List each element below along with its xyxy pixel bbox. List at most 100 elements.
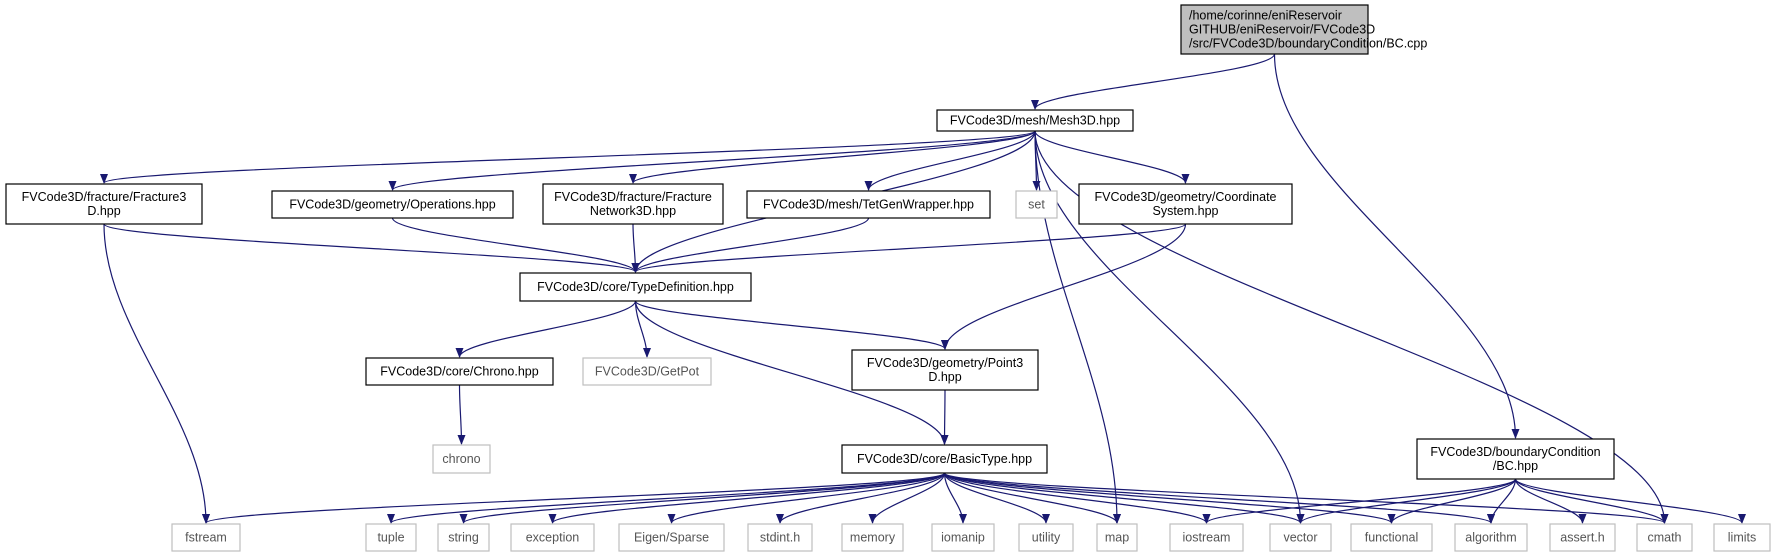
node-typedef[interactable]: FVCode3D/core/TypeDefinition.hpp xyxy=(519,272,752,302)
edge-mesh3d-to-cmath xyxy=(1034,130,1669,524)
node-box xyxy=(582,357,712,386)
node-label: FVCode3D/GetPot xyxy=(595,365,700,379)
node-label: memory xyxy=(850,531,896,545)
node-box xyxy=(519,272,752,302)
edge-bc_hpp-to-cmath xyxy=(1514,478,1669,524)
edge-typedef-to-basictype xyxy=(634,300,949,445)
node-tetgen[interactable]: FVCode3D/mesh/TetGenWrapper.hpp xyxy=(746,190,991,219)
edge-basictype-to-map xyxy=(943,472,1121,524)
node-label: /home/corinne/eniReservoir xyxy=(1189,9,1342,23)
node-label: D.hpp xyxy=(928,370,961,384)
edge-bc_hpp-to-iostream xyxy=(1202,478,1517,524)
node-label: vector xyxy=(1283,531,1317,545)
node-box xyxy=(1180,4,1369,55)
node-box xyxy=(1636,523,1693,552)
node-label: limits xyxy=(1728,531,1756,545)
node-label: Eigen/Sparse xyxy=(634,531,709,545)
node-label: FVCode3D/fracture/Fracture xyxy=(554,190,712,204)
edge-operations-to-typedef xyxy=(391,217,640,273)
node-box xyxy=(1018,523,1074,552)
node-label: FVCode3D/geometry/Coordinate xyxy=(1094,190,1276,204)
node-limits: limits xyxy=(1713,523,1771,552)
node-fstream: fstream xyxy=(171,523,241,552)
node-box xyxy=(1549,523,1616,552)
node-operations[interactable]: FVCode3D/geometry/Operations.hpp xyxy=(271,190,514,219)
node-box xyxy=(747,523,813,552)
node-mesh3d[interactable]: FVCode3D/mesh/Mesh3D.hpp xyxy=(936,109,1134,132)
node-label: FVCode3D/geometry/Operations.hpp xyxy=(289,198,495,212)
edge-basictype-to-tuple xyxy=(387,472,946,524)
node-bc_hpp[interactable]: FVCode3D/boundaryCondition/BC.hpp xyxy=(1416,438,1615,480)
edge-basictype-to-exception xyxy=(548,472,946,524)
node-label: fstream xyxy=(185,531,227,545)
edge-coordsys-to-point3d xyxy=(941,223,1187,350)
node-bc_cpp[interactable]: /home/corinne/eniReservoirGITHUB/eniRese… xyxy=(1180,4,1427,55)
edge-bc_hpp-to-algorithm xyxy=(1487,478,1517,524)
edge-mesh3d-to-map xyxy=(1034,130,1121,524)
node-label: FVCode3D/geometry/Point3 xyxy=(867,356,1023,370)
node-box xyxy=(1350,523,1433,552)
node-basictype[interactable]: FVCode3D/core/BasicType.hpp xyxy=(841,444,1048,474)
edges-layer xyxy=(100,53,1746,524)
node-chrono: chrono xyxy=(432,444,491,474)
edge-bc_hpp-to-limits xyxy=(1514,478,1746,524)
node-box xyxy=(365,357,554,386)
node-label: GITHUB/eniReservoir/FVCode3D xyxy=(1189,23,1375,37)
node-asserth: assert.h xyxy=(1549,523,1616,552)
node-label: assert.h xyxy=(1560,531,1605,545)
node-label: FVCode3D/boundaryCondition xyxy=(1430,445,1600,459)
node-box xyxy=(271,190,514,219)
edge-bc_hpp-to-functional xyxy=(1387,478,1517,524)
node-label: set xyxy=(1028,198,1045,212)
node-label: cmath xyxy=(1647,531,1681,545)
nodes-layer: /home/corinne/eniReservoirGITHUB/eniRese… xyxy=(5,4,1771,552)
edge-chrono_hpp-to-chrono xyxy=(457,384,466,445)
edge-basictype-to-utility xyxy=(943,472,1050,524)
node-label: functional xyxy=(1365,531,1419,545)
node-string: string xyxy=(437,523,490,552)
edge-bc_hpp-to-asserth xyxy=(1514,478,1587,524)
edge-basictype-to-iostream xyxy=(943,472,1211,524)
node-label: /src/FVCode3D/boundaryCondition/BC.cpp xyxy=(1189,37,1427,51)
edge-bc_cpp-to-bc_hpp xyxy=(1273,53,1520,439)
node-box xyxy=(841,523,904,552)
edge-basictype-to-vector xyxy=(943,472,1305,524)
edge-bc_hpp-to-vector xyxy=(1296,478,1517,524)
node-label: FVCode3D/core/Chrono.hpp xyxy=(380,365,538,379)
node-box xyxy=(171,523,241,552)
edge-basictype-to-stdint xyxy=(776,472,946,524)
node-algorithm: algorithm xyxy=(1454,523,1528,552)
node-box xyxy=(931,523,995,552)
node-functional: functional xyxy=(1350,523,1433,552)
node-label: utility xyxy=(1032,531,1061,545)
edge-basictype-to-eigen xyxy=(667,472,946,524)
edge-mesh3d-to-vector xyxy=(1034,130,1305,524)
node-label: algorithm xyxy=(1465,531,1516,545)
node-chrono_hpp[interactable]: FVCode3D/core/Chrono.hpp xyxy=(365,357,554,386)
node-getpot: FVCode3D/GetPot xyxy=(582,357,712,386)
node-box xyxy=(1169,523,1244,552)
node-box xyxy=(437,523,490,552)
node-label: tuple xyxy=(377,531,404,545)
edge-basictype-to-algorithm xyxy=(943,472,1495,524)
node-box xyxy=(365,523,417,552)
node-eigen: Eigen/Sparse xyxy=(618,523,725,552)
edge-mesh3d-to-operations xyxy=(388,130,1036,191)
node-box xyxy=(1015,190,1058,219)
node-label: string xyxy=(448,531,479,545)
edge-typedef-to-getpot xyxy=(634,300,651,358)
node-label: FVCode3D/core/TypeDefinition.hpp xyxy=(537,280,734,294)
node-tuple: tuple xyxy=(365,523,417,552)
node-box xyxy=(851,349,1039,391)
node-box xyxy=(746,190,991,219)
edge-basictype-to-string xyxy=(459,472,946,524)
node-map: map xyxy=(1096,523,1138,552)
node-label: /BC.hpp xyxy=(1493,459,1538,473)
node-vector: vector xyxy=(1269,523,1332,552)
node-box xyxy=(5,183,203,225)
